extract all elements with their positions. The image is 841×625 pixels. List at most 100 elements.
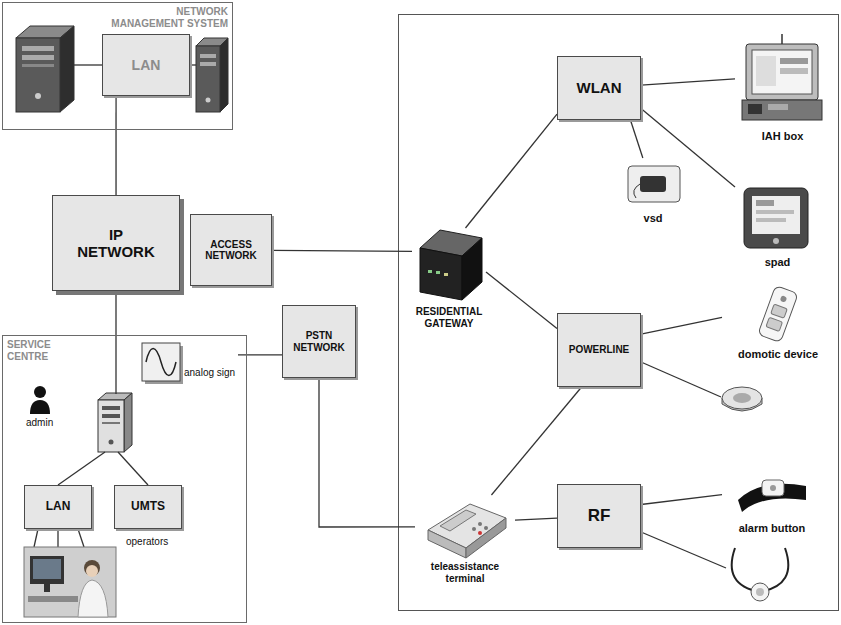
group-heading: SERVICE CENTRE	[7, 339, 67, 362]
device-node: spad	[735, 182, 820, 270]
icon-area	[412, 228, 486, 306]
spad-icon	[744, 188, 808, 248]
iah-box-icon	[780, 68, 808, 74]
connector-line	[115, 96, 116, 195]
network-box: UMTS	[114, 485, 182, 529]
smoke-detector-icon	[733, 393, 751, 403]
connector-line	[641, 317, 722, 334]
spad-icon	[752, 196, 800, 234]
terminal-icon	[428, 504, 506, 558]
server-icon	[220, 38, 228, 112]
operator-photo	[33, 559, 61, 579]
terminal-icon	[466, 518, 506, 558]
iah-box-icon	[752, 50, 812, 94]
group-box: SERVICE CENTRE analog signLAN UMTS	[2, 335, 247, 623]
server-icon	[35, 93, 41, 99]
centre-wire	[118, 452, 148, 485]
router-icon	[444, 273, 448, 276]
wrist-button-icon	[762, 480, 784, 496]
remote-icon	[780, 295, 788, 303]
wrist-button-icon	[738, 480, 806, 512]
terminal-icon	[484, 526, 488, 530]
router-icon	[462, 238, 482, 300]
node-label: alarm button	[739, 522, 806, 535]
icon-area	[618, 158, 688, 208]
lan-wire	[74, 64, 102, 65]
pendant-button-icon	[751, 583, 769, 601]
spad-icon	[773, 238, 779, 244]
iah-box-icon	[781, 34, 783, 44]
icon-area	[735, 30, 830, 126]
device-wire	[641, 532, 726, 568]
network-box: RF	[557, 484, 641, 548]
server-icon	[22, 46, 54, 51]
connector-line	[641, 79, 735, 85]
router-icon	[428, 270, 432, 273]
node-label: POWERLINE	[569, 344, 630, 356]
node-label: IP NETWORK	[74, 226, 159, 261]
smoke-detector-icon	[722, 387, 762, 411]
network-box: IP NETWORK	[52, 195, 180, 291]
router-icon	[420, 248, 462, 300]
device-node: domotic device	[722, 282, 834, 362]
network-box: LAN	[102, 34, 190, 96]
home-boundary	[399, 15, 839, 611]
server-icon	[22, 64, 54, 67]
connector-line	[641, 495, 722, 505]
icon-area	[722, 470, 822, 518]
connector-group	[116, 79, 735, 527]
admin-icon	[30, 386, 50, 414]
vsd-icon	[634, 184, 640, 198]
vsd-icon	[628, 166, 680, 202]
node-label: IAH box	[762, 130, 804, 143]
network-box: PSTN NETWORK	[282, 305, 356, 378]
device-wire	[641, 362, 721, 397]
device-wire	[641, 362, 726, 568]
icon-area	[415, 495, 515, 561]
pendant-button-icon	[732, 548, 789, 601]
annotation-label: admin	[26, 417, 53, 429]
node-label: UMTS	[131, 500, 165, 514]
vsd-icon	[640, 176, 666, 192]
remote-icon	[771, 304, 788, 318]
admin-icon	[30, 400, 50, 414]
connector-line	[515, 518, 557, 520]
server-icon	[206, 98, 211, 103]
router-icon	[420, 230, 482, 300]
iah-box-icon	[742, 100, 822, 120]
analog-signal-icon	[142, 343, 180, 381]
server-icon	[22, 55, 54, 60]
smoke-detector-icon	[722, 387, 762, 409]
iah-box-icon	[748, 104, 762, 114]
server-icon	[200, 54, 216, 58]
node-label: vsd	[644, 212, 663, 225]
network-box: LAN	[24, 485, 92, 529]
server-icon	[60, 26, 74, 112]
spad-icon	[744, 188, 808, 248]
remote-icon	[766, 317, 783, 331]
lan-wire	[190, 64, 196, 65]
server-icon	[102, 406, 120, 410]
device-node: alarm button	[722, 470, 822, 536]
vsd-icon	[628, 166, 680, 202]
iah-box-icon	[756, 56, 776, 86]
connector-line	[319, 378, 415, 527]
server-icon	[98, 393, 132, 452]
server-icon	[200, 62, 216, 66]
operator-photo	[44, 584, 50, 592]
annotation-label: operators	[126, 536, 168, 548]
node-label: ACCESS NETWORK	[200, 239, 262, 262]
server-icon	[196, 38, 228, 112]
device-node: teleassistance terminal	[415, 495, 515, 586]
icon-area	[735, 182, 820, 252]
spad-icon	[756, 218, 786, 222]
wrist-button-icon	[770, 485, 776, 491]
iah-box-icon	[780, 58, 808, 64]
iah-box-icon	[742, 34, 822, 120]
signal-node: analog sign	[142, 343, 238, 383]
router-icon	[436, 271, 440, 274]
device-node: IAH box	[735, 30, 830, 144]
server-icon	[124, 393, 132, 452]
wrist-button-icon	[738, 484, 806, 512]
